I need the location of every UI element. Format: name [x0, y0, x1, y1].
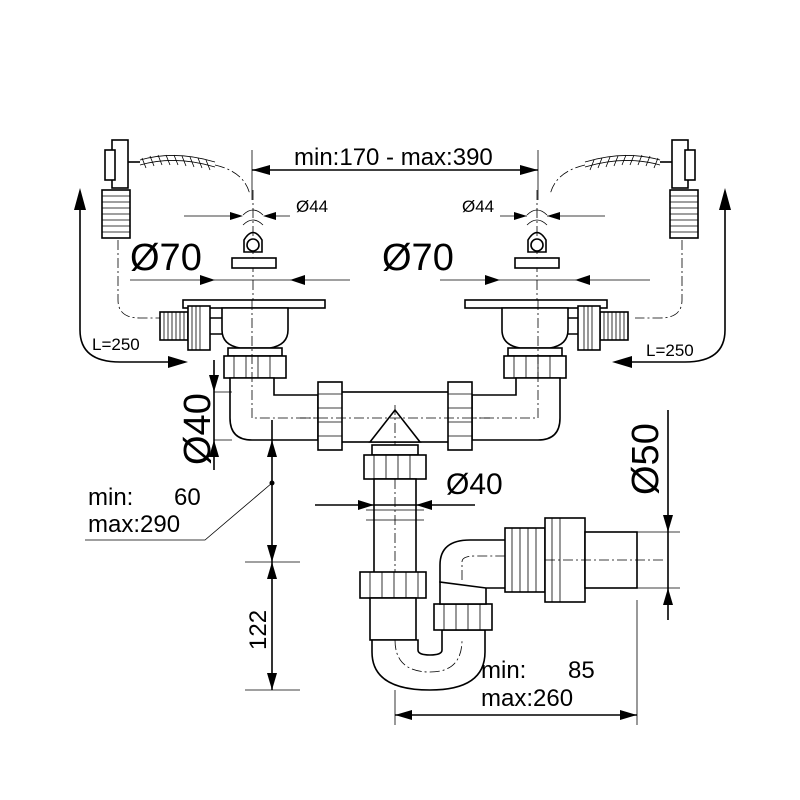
- trap-depth-dimension: [245, 562, 300, 691]
- trap-nut-right: [433, 603, 493, 631]
- pipe-left-diameter-label: Ø40: [177, 393, 219, 465]
- overflow-left: [101, 139, 216, 319]
- bowl-right-label: Ø70: [382, 237, 454, 279]
- drain-body-right: [460, 299, 629, 441]
- outlet-reach-dimension: [394, 600, 638, 725]
- tee-nut-right: [447, 381, 473, 451]
- trap-nut-left: [359, 571, 427, 599]
- nut-left-top: [223, 355, 287, 379]
- outlet-diameter-dimension: [637, 410, 680, 620]
- pipe-center-diameter-dimension: [315, 500, 475, 510]
- height-min-label: min:: [88, 484, 133, 511]
- bowl-left-dimension: [130, 275, 350, 285]
- trap: [359, 539, 600, 691]
- trap-depth-label: 122: [245, 610, 272, 650]
- tee-pipe: [300, 381, 490, 470]
- strainer-right-label: Ø44: [462, 197, 494, 216]
- overflow-length-right-dimension: [612, 188, 731, 368]
- overflow-right: [584, 139, 699, 319]
- outlet-min-value: 85: [568, 657, 595, 684]
- overflow-length-right-label: L=250: [646, 341, 694, 360]
- overflow-connector-left: [159, 305, 222, 351]
- standpipe: [363, 444, 427, 580]
- height-max-label: max:290: [88, 511, 180, 538]
- span-dimension: [251, 150, 539, 200]
- strainer-left: [184, 190, 290, 300]
- overflow-length-left-dimension: [74, 188, 188, 368]
- overflow-left-hose: [101, 189, 131, 239]
- height-dimension: [85, 420, 300, 690]
- pipe-center-diameter-label: Ø40: [446, 468, 503, 501]
- height-min-value: 60: [174, 484, 201, 511]
- outlet-max-label: max:260: [481, 685, 573, 712]
- bowl-left-label: Ø70: [130, 237, 202, 279]
- overflow-length-left-label: L=250: [92, 335, 140, 354]
- bowl-right-dimension: [440, 275, 650, 285]
- outlet-diameter-label: Ø50: [625, 423, 667, 495]
- span-label: min:170 - max:390: [294, 144, 493, 171]
- nut-right-top: [503, 355, 567, 379]
- standpipe-nut: [363, 454, 427, 480]
- strainer-right: [500, 190, 605, 300]
- pipe-left-diameter-dimension: [209, 360, 232, 470]
- outlet-min-label: min:: [481, 657, 526, 684]
- drain-body-left: [159, 299, 330, 441]
- overflow-connector-right: [568, 305, 629, 351]
- tee-nut-left: [317, 381, 343, 451]
- strainer-left-label: Ø44: [296, 197, 328, 216]
- outlet: [504, 517, 665, 603]
- overflow-right-hose: [669, 189, 699, 239]
